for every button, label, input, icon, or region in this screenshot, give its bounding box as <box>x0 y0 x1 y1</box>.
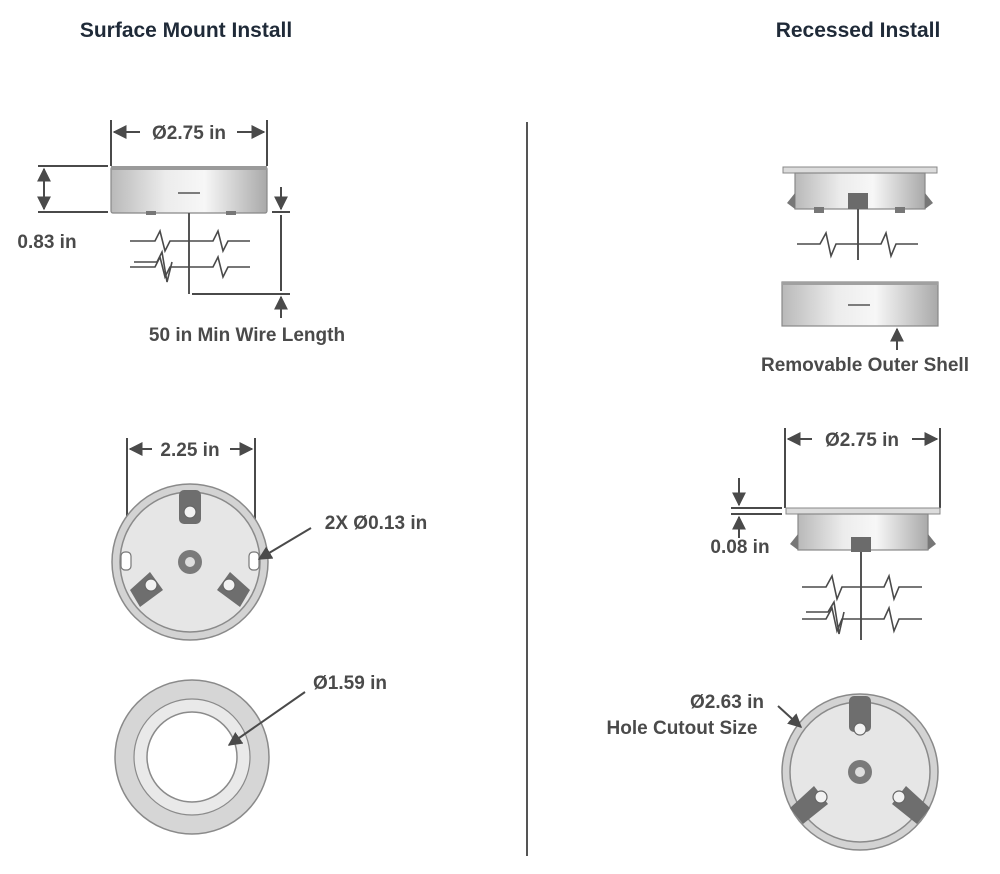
foot-left <box>814 207 824 213</box>
ring-leader <box>227 691 306 746</box>
mount-slot-right <box>248 551 260 571</box>
surface-diameter-label: Ø2.75 in <box>152 123 226 144</box>
recessed-install-title: Recessed Install <box>776 19 941 42</box>
top-tab <box>849 696 871 732</box>
wire-length-label: 50 in Min Wire Length <box>149 325 345 346</box>
break-line <box>797 230 918 259</box>
cutout-diameter-label: Ø2.63 in <box>690 692 764 713</box>
mount-hole-leader <box>257 527 312 560</box>
center-post-hole <box>855 767 865 777</box>
screw-top-icon <box>853 722 867 736</box>
cutout-size-label: Hole Cutout Size <box>607 718 758 739</box>
screw-right-icon <box>892 790 906 804</box>
wire-grommet <box>851 537 871 552</box>
fixture-body <box>110 166 268 214</box>
fixture-top-edge <box>111 166 267 170</box>
clip-left <box>787 193 795 209</box>
clip-right <box>928 534 936 550</box>
trim-ring-hole <box>146 711 238 803</box>
flange <box>785 507 941 515</box>
trim-ring-view: Ø1.59 in <box>114 673 387 835</box>
outer-shell <box>781 281 939 327</box>
flange <box>782 166 938 174</box>
screw-right-icon <box>222 578 236 592</box>
recessed-exploded-view: Removable Outer Shell <box>761 166 969 376</box>
screw-left-icon <box>814 790 828 804</box>
screw-left-icon <box>144 578 158 592</box>
screw-top-icon <box>183 505 197 519</box>
ring-diameter-label: Ø1.59 in <box>313 673 387 694</box>
wire-grommet <box>848 193 868 209</box>
foot-right <box>895 207 905 213</box>
break-line-2 <box>802 605 922 634</box>
cutout-leader <box>777 705 803 728</box>
break-line-3 <box>134 249 173 283</box>
center-post-hole <box>185 557 195 567</box>
foot-left <box>146 211 156 215</box>
surface-back-view: 2.25 in 2X Ø0.13 in <box>111 438 427 641</box>
break-line-3 <box>806 599 845 635</box>
outer-shell-top-edge <box>782 282 938 285</box>
break-line-1 <box>802 573 922 602</box>
flange-thickness-label: 0.08 in <box>710 537 769 558</box>
mount-holes-label: 2X Ø0.13 in <box>325 513 427 534</box>
clip-right <box>925 193 933 209</box>
recessed-side-view: Ø2.75 in 0.08 in <box>710 428 941 640</box>
surface-side-view: Ø2.75 in 0.83 in 50 in Min Wire Length <box>17 120 345 346</box>
surface-height-label: 0.83 in <box>17 232 76 253</box>
break-line-1 <box>130 228 250 254</box>
recessed-diameter-label: Ø2.75 in <box>825 430 899 451</box>
recessed-back-view: Ø2.63 in Hole Cutout Size <box>607 692 939 851</box>
mount-spacing-label: 2.25 in <box>160 440 219 461</box>
outer-shell-label: Removable Outer Shell <box>761 355 969 376</box>
surface-mount-title: Surface Mount Install <box>80 19 292 42</box>
mount-slot-left <box>120 551 132 571</box>
foot-right <box>226 211 236 215</box>
clip-left <box>790 534 798 550</box>
